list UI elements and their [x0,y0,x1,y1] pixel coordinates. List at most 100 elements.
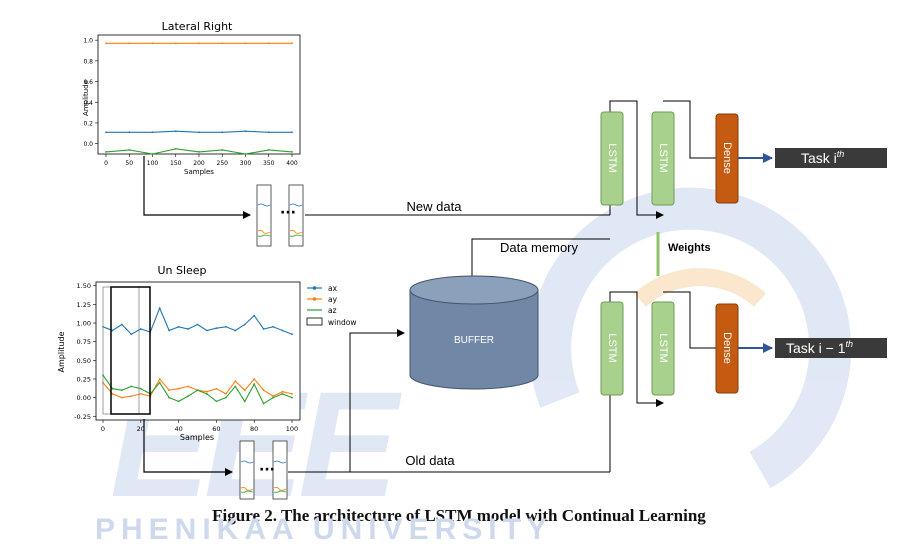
series-point [139,328,142,330]
window-wave-ax [273,460,287,464]
series-point [267,42,270,45]
series-point [128,131,131,134]
series-point [234,380,237,383]
edge-label-new-data: New data [407,199,463,214]
window-wave-ay [240,486,254,491]
y-tick-label: 0.6 [83,79,93,86]
series-point [121,389,123,392]
y-tick-label: 0.25 [77,375,91,383]
window-wave-ay [289,229,303,234]
lstm-label: LSTM [606,143,618,172]
series-point [151,153,154,155]
series-point [187,395,190,397]
lstm-label: LSTM [657,333,669,362]
buffer-body [409,289,539,390]
x-tick-label: 300 [240,160,252,167]
series-point [272,396,274,399]
series-point [121,323,123,326]
x-tick-label: 400 [286,160,298,167]
series-point [221,131,224,134]
series-point [215,387,218,390]
model-top: LSTM LSTM Dense Task ith [600,100,887,219]
y-tick-label: 0.8 [83,58,93,65]
series-point [291,42,293,45]
series-point [111,393,114,395]
plot-un-sleep: Un Sleep 1.501.251.000.750.500.250.00-0.… [57,264,356,442]
lstm-label: LSTM [657,143,669,172]
window-wave-ax [257,203,271,207]
edge-label-data-memory: Data memory [500,240,579,255]
series-point [262,328,265,330]
y-tick-label: 1.00 [77,320,91,328]
series-point [128,149,131,151]
arrow-bottom-plot-to-windows [143,419,233,476]
series-point [130,333,133,336]
y-tick-label: 0.0 [83,141,93,148]
task-output-top [775,148,887,168]
series-point [281,393,284,395]
series-point [244,153,247,155]
series-point [206,390,208,393]
series-point [215,327,218,330]
x-tick-label: 0 [104,160,108,167]
series-point [158,307,161,309]
x-tick-label: 0 [101,425,105,433]
y-tick-label: 0.2 [83,120,93,127]
y-tick-label: 0.4 [83,100,93,107]
window-wave-az [273,490,287,493]
x-tick-label: 100 [286,425,298,433]
window-strip-new: ··· [256,184,304,247]
x-tick-label: 40 [174,425,182,433]
window-wave-ay [257,229,271,234]
series-point [151,42,154,45]
series-point [130,385,133,388]
edge-lstm-dense [663,291,716,349]
window-wave-ax [240,460,254,464]
figure-caption: Figure 2. The architecture of LSTM model… [212,506,706,525]
buffer-node: BUFFER [409,275,539,390]
window-wave-az [289,234,303,237]
x-axis-label: Samples [180,433,214,442]
series-point [196,389,199,392]
series-point [291,333,293,336]
plot-axes-frame [95,281,301,421]
series-point [187,385,190,388]
series-point [243,400,246,403]
window-wave-ax [289,203,303,207]
ellipsis: ··· [280,205,296,221]
series-point [105,151,107,153]
task-label-top: Task ith [801,149,844,166]
legend-label-ax: ax [328,284,338,293]
edge-to-buffer [349,329,405,472]
watermark-text: PHENIKAA UNIVERSITY [95,513,553,546]
lstm-block-2 [651,111,675,206]
x-tick-label: 60 [212,425,220,433]
dense-label: Dense [721,332,733,364]
series-point [253,314,256,317]
series-point [158,378,161,380]
lstm-block-1 [600,111,624,206]
series-point [225,393,227,395]
series-point [111,387,114,390]
arrow-top-plot-to-windows [143,156,251,219]
y-tick-label: 0.00 [77,394,91,402]
x-tick-label: 150 [170,160,182,167]
y-ticks: 1.00.80.60.40.20.0 [83,38,98,148]
legend-marker-ay [312,297,317,301]
series-point [128,42,131,45]
series-point [105,131,107,134]
series-point [121,396,123,399]
legend-label-ay: ay [328,295,338,304]
y-axis-label: Amplitude [82,80,90,116]
series-point [168,389,171,392]
series-point [221,42,224,45]
series-point [244,130,247,133]
series-point [151,131,154,134]
task-output-bottom [775,338,887,358]
series-point [291,393,293,395]
legend-label-az: az [328,306,337,315]
plot-title: Lateral Right [162,20,233,33]
dense-label: Dense [721,142,733,174]
series-point [177,325,180,328]
